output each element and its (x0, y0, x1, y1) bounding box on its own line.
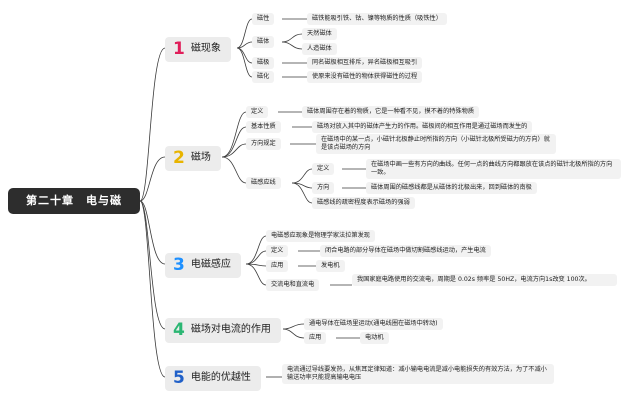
s3-text-ac-dc: 我国家庭电路使用的交流电，周期是 0.02s 频率是 50HZ，电流方向1s改变… (352, 274, 617, 286)
section-title: 电能的优越性 (190, 372, 251, 384)
section-title: 磁场 (190, 152, 211, 164)
s3-label-application: 应用 (266, 260, 289, 272)
s2-label-direction-rule: 方向规定 (246, 138, 281, 150)
s4-text-motion: 通电导体在磁场里运动(通电线圈在磁场中转动) (304, 318, 443, 330)
s1-label-magnetization: 磁化 (252, 71, 275, 83)
connector-root-s3 (139, 200, 166, 265)
section-1-magnetism: 1 磁现象 (165, 37, 231, 62)
section-number: 1 (173, 39, 185, 59)
section-title: 磁场对电流的作用 (190, 324, 271, 336)
s1-label-magnetic-pole: 磁极 (252, 57, 275, 69)
section-number: 4 (173, 320, 185, 340)
s1-label-magnet: 磁体 (252, 36, 275, 48)
connector-root-s5 (139, 200, 166, 378)
s3-label-ac-dc: 交流电和直流电 (266, 279, 320, 291)
s3-text-faraday: 电磁感应现象是物理学家法拉第发现 (266, 230, 375, 242)
connector-root-s1 (139, 47, 166, 202)
s4-text-motor: 电动机 (360, 332, 389, 344)
section-4-field-on-current: 4 磁场对电流的作用 (165, 318, 281, 343)
s1-text-magnetic-pole: 同名磁极相互排斥，异名磁极相互吸引 (307, 57, 423, 69)
section-title: 电磁感应 (190, 259, 231, 271)
section-5-electric-energy: 5 电能的优越性 (165, 366, 261, 391)
s1-text-natural-magnet: 天然磁体 (302, 28, 337, 40)
s1-text-magnetic-property: 磁铁能吸引铁、钴、镍等物质的性质（吸铁性） (307, 13, 447, 25)
s1-text-magnetization: 使原来没有磁性的物体获得磁性的过程 (307, 71, 423, 83)
section-number: 2 (173, 148, 185, 168)
section-2-magnetic-field: 2 磁场 (165, 146, 221, 171)
s1-label-magnetic-property: 磁性 (252, 13, 275, 25)
s1-text-artificial-magnet: 人造磁体 (302, 43, 337, 55)
s3-text-generator: 发电机 (316, 260, 345, 272)
s2-label-field-lines-direction: 方向 (312, 182, 335, 194)
s2-text-field-lines-direction: 磁体周围的磁感线都是从磁体的北极出来，回到磁体的南极 (366, 182, 537, 194)
s2-text-direction-rule: 在磁场中的某一点，小磁针北极静止时所指的方向（小磁针北极所受磁力的方向）就是该点… (316, 134, 556, 154)
s2-label-definition: 定义 (246, 106, 269, 118)
s2-label-field-lines-definition: 定义 (312, 163, 335, 175)
section-3-electromagnetic-induction: 3 电磁感应 (165, 253, 241, 278)
s3-label-definition: 定义 (266, 245, 289, 257)
s2-label-field-lines: 磁感应线 (246, 177, 281, 189)
s2-text-basic-property: 磁场对放入其中的磁体产生力的作用。磁极间的相互作用是通过磁场而发生的 (312, 121, 533, 133)
s5-text-transmission: 电流通过导线要发热，从焦耳定律知道：减小输电电流是减小电能损失的有效方法，为了不… (282, 364, 554, 384)
section-title: 磁现象 (190, 43, 221, 55)
s2-label-basic-property: 基本性质 (246, 121, 281, 133)
s2-text-field-lines-definition: 在磁场中画一些有方向的曲线。任何一点的曲线方向都跟放在该点的磁针北极所指的方向一… (366, 159, 621, 179)
s2-text-definition: 磁体周围存在着的物质，它是一种看不见，摸不着的特殊物质 (302, 106, 480, 118)
s2-text-field-lines-density: 磁感线的疏密程度表示磁场的强弱 (312, 197, 415, 209)
root-topic: 第二十章 电与磁 (8, 188, 140, 214)
section-number: 5 (173, 368, 185, 388)
s4-label-application: 应用 (304, 332, 327, 344)
section-number: 3 (173, 255, 185, 275)
s3-text-definition: 闭合电路的部分导体在磁场中做切割磁感线运动，产生电流 (320, 245, 491, 257)
connector-root-s2 (139, 156, 166, 202)
